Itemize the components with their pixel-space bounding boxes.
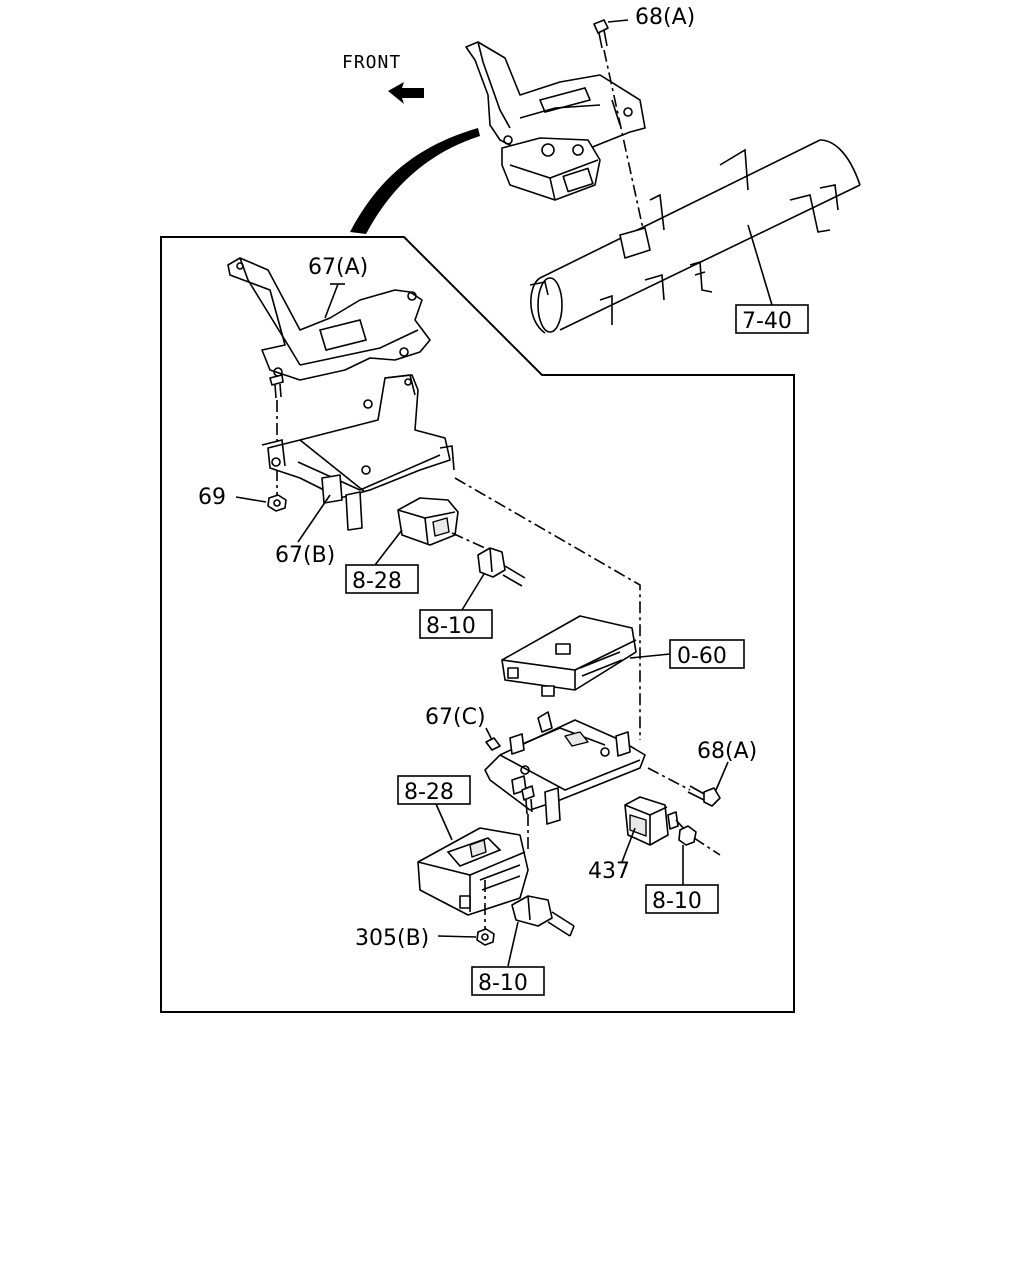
clip-67c xyxy=(485,737,501,751)
nut-69 xyxy=(267,494,287,512)
ecu-unit-0-60 xyxy=(501,615,637,697)
label-0-60: 0-60 xyxy=(677,644,727,669)
bracket-67a xyxy=(227,257,431,381)
screw-67a xyxy=(269,374,284,399)
ref-box-7-40 xyxy=(735,304,809,334)
detail-inset-frame xyxy=(160,236,795,1013)
top-bracket-assembly xyxy=(465,41,646,201)
bracket-67c xyxy=(484,711,646,825)
label-69: 69 xyxy=(198,485,226,510)
front-arrow-icon xyxy=(388,82,424,104)
cross-member-tube xyxy=(529,139,861,334)
nut-305b xyxy=(476,928,495,946)
ref-box-8-10-right xyxy=(645,884,719,914)
front-label: FRONT xyxy=(342,52,401,73)
label-8-10-left: 8-10 xyxy=(426,614,476,639)
screw-tray xyxy=(521,785,535,815)
label-8-10-bottom: 8-10 xyxy=(478,971,528,996)
label-7-40: 7-40 xyxy=(742,309,792,334)
label-8-28-left: 8-28 xyxy=(352,569,402,594)
connector-lower xyxy=(511,895,575,937)
label-437: 437 xyxy=(588,859,630,884)
connector-left xyxy=(477,547,526,587)
bolt-68a-top xyxy=(593,19,629,49)
ref-box-8-10-left xyxy=(419,609,493,639)
module-lower xyxy=(417,827,529,916)
label-67a: 67(A) xyxy=(308,255,368,280)
connector-right xyxy=(678,825,721,856)
ref-box-8-10-bottom xyxy=(471,966,545,996)
module-left xyxy=(397,497,459,546)
ref-box-8-28-lower xyxy=(397,775,471,805)
ref-box-0-60 xyxy=(669,639,745,669)
relay-437 xyxy=(624,796,679,846)
label-67b: 67(B) xyxy=(275,543,335,568)
label-305b: 305(B) xyxy=(355,926,429,951)
detail-pointer-arrow xyxy=(350,128,480,234)
bolt-68a-right xyxy=(687,761,729,807)
label-8-28-lower: 8-28 xyxy=(404,780,454,805)
label-68a-right: 68(A) xyxy=(697,739,757,764)
label-68a-top: 68(A) xyxy=(635,5,695,30)
label-67c: 67(C) xyxy=(425,705,486,730)
bracket-67b xyxy=(261,374,455,531)
ref-box-8-28-left xyxy=(345,564,419,594)
label-8-10-right: 8-10 xyxy=(652,889,702,914)
